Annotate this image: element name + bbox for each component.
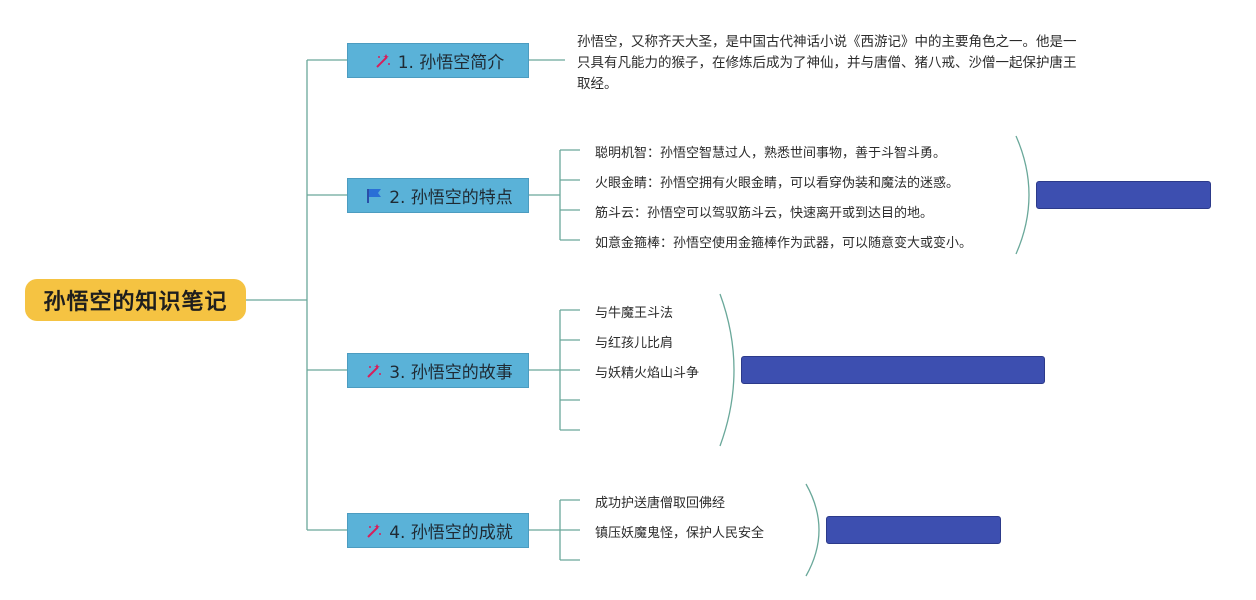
branch-label: 3. 孙悟空的故事 [389,363,513,383]
flag-icon [363,185,385,207]
central-topic-label: 孙悟空的知识笔记 [43,290,228,315]
summary-box-traits[interactable] [1036,181,1211,209]
achievement-item: 镇压妖魔鬼怪，保护人民安全 [595,526,765,541]
intro-paragraph: 孙悟空，又称齐天大圣，是中国古代神话小说《西游记》中的主要角色之一。他是一只具有… [577,34,1077,92]
trait-item: 聪明机智：孙悟空智慧过人，熟悉世间事物，善于斗智斗勇。 [595,146,947,161]
trait-item: 如意金箍棒：孙悟空使用金箍棒作为武器，可以随意变大或变小。 [595,236,973,251]
magic-wand-icon [363,520,385,542]
branch-intro[interactable]: 1. 孙悟空简介 [347,43,529,78]
story-item: 与红孩儿比肩 [595,336,674,351]
trait-item: 火眼金睛：孙悟空拥有火眼金睛，可以看穿伪装和魔法的迷惑。 [595,176,960,191]
branch-label: 1. 孙悟空简介 [397,53,505,73]
branch-achievements[interactable]: 4. 孙悟空的成就 [347,513,529,548]
central-topic[interactable]: 孙悟空的知识笔记 [25,279,246,321]
branch-stories[interactable]: 3. 孙悟空的故事 [347,353,529,388]
achievement-item: 成功护送唐僧取回佛经 [595,496,726,511]
branch-traits[interactable]: 2. 孙悟空的特点 [347,178,529,213]
summary-box-achievements[interactable] [826,516,1001,544]
magic-wand-icon [363,360,385,382]
trait-item: 筋斗云：孙悟空可以驾驭筋斗云，快速离开或到达目的地。 [595,206,934,221]
magic-wand-icon [372,50,394,72]
summary-box-stories[interactable] [741,356,1045,384]
branch-label: 4. 孙悟空的成就 [389,523,513,543]
branch-label: 2. 孙悟空的特点 [389,188,513,208]
story-item: 与牛魔王斗法 [595,306,674,321]
story-item: 与妖精火焰山斗争 [595,366,700,381]
